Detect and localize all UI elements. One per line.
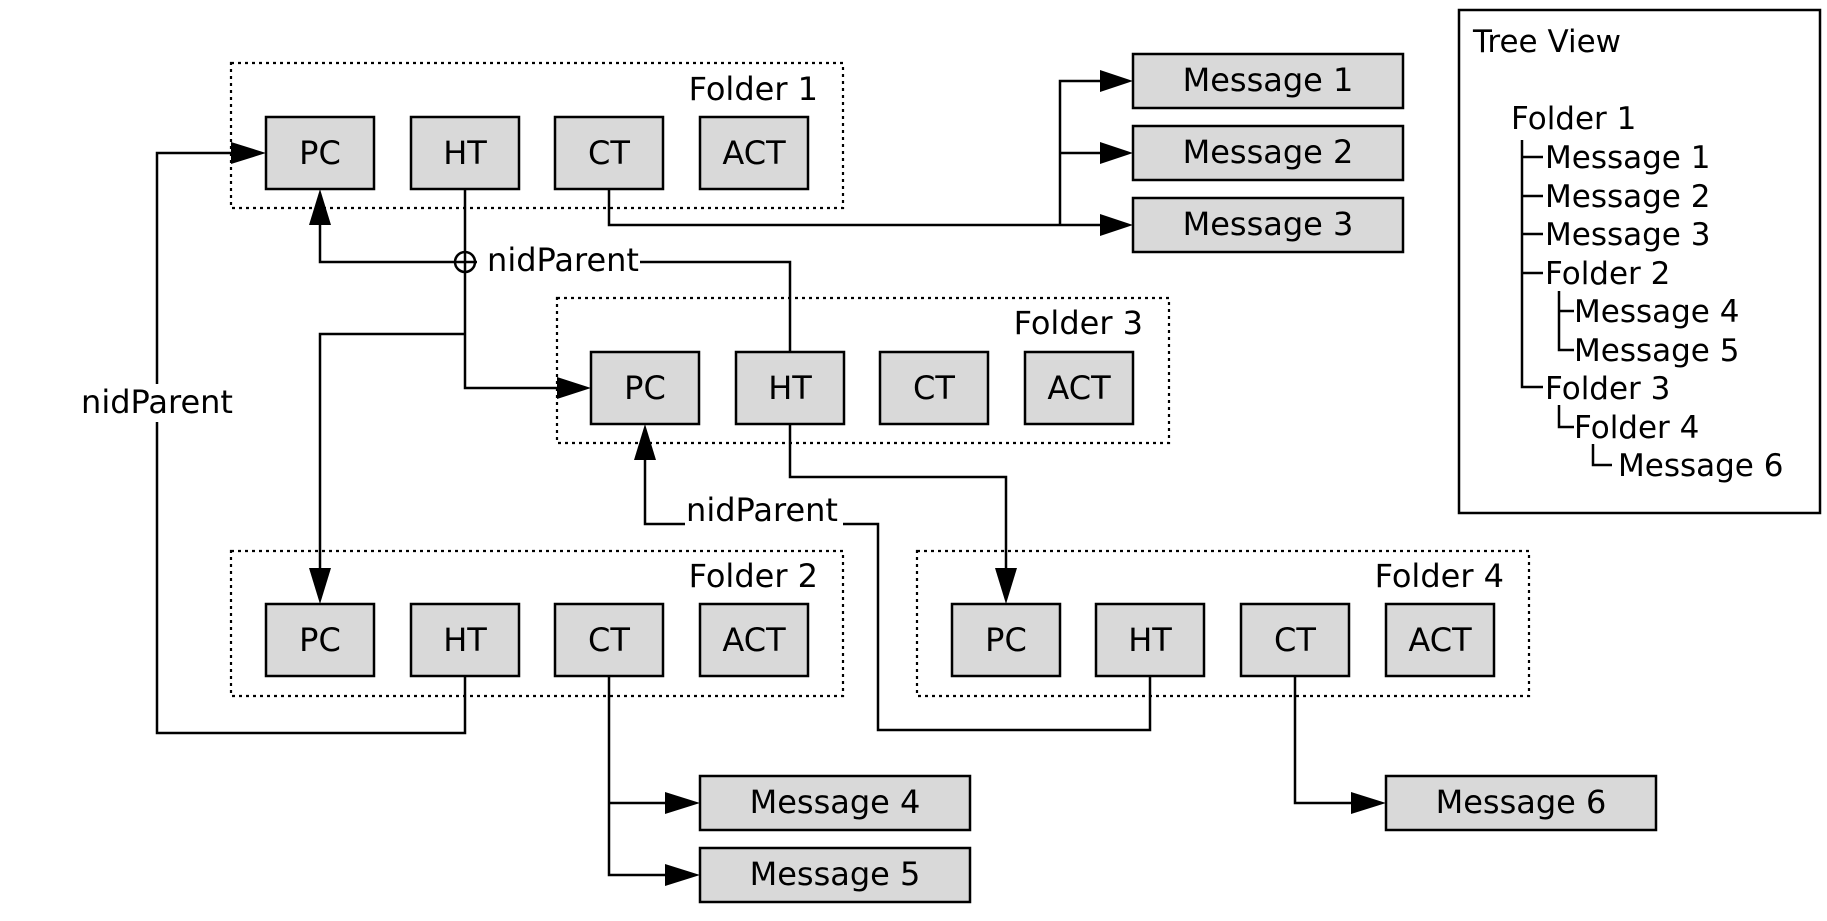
folder-1-ct-trunk xyxy=(1058,79,1100,225)
folder-2-ct-label: CT xyxy=(588,621,630,659)
folder-1-ht-to-folder-2-pc xyxy=(318,332,465,568)
message-5-box xyxy=(698,846,972,904)
folder-3-act-label: ACT xyxy=(1047,369,1111,407)
tree-item-message-5: Message 5 xyxy=(1574,333,1739,369)
folder-3-ct-label: CT xyxy=(913,369,955,407)
arrow-to-folder-2-pc xyxy=(309,568,331,604)
folder-3-ht-label: HT xyxy=(768,369,812,407)
tree-branch-folder-1 xyxy=(1520,140,1543,389)
tree-item-message-6: Message 6 xyxy=(1618,448,1783,484)
arrow-to-message-4 xyxy=(665,792,700,814)
message-3-label: Message 3 xyxy=(1183,205,1354,243)
line-hop xyxy=(453,250,477,263)
tree-item-message-2: Message 2 xyxy=(1545,179,1710,215)
folder-1-ht-label: HT xyxy=(443,134,487,172)
tree-branch-folder-3 xyxy=(1557,405,1574,429)
arrow-to-folder-3-pc-bottom xyxy=(634,424,656,460)
folder-4-label: Folder 4 xyxy=(1375,557,1504,595)
message-4-label: Message 4 xyxy=(750,783,921,821)
tree-item-message-3: Message 3 xyxy=(1545,217,1710,253)
folder-3-label: Folder 3 xyxy=(1014,304,1143,342)
arrow-to-message-5 xyxy=(665,864,700,886)
folder-4-ht-nidparent-right xyxy=(843,522,1152,732)
folder-4-pc-label: PC xyxy=(985,621,1027,659)
message-6-label: Message 6 xyxy=(1436,783,1607,821)
arrow-to-message-3 xyxy=(1100,214,1133,236)
folder-3-ht-nidparent-left xyxy=(318,225,477,274)
folder-2-ht-nidparent-lower xyxy=(155,422,467,735)
folder-4-pc-node xyxy=(950,602,1062,678)
folder-3-ct-node xyxy=(878,350,990,426)
folder-3-ht-nidparent-right xyxy=(640,260,792,352)
folder-2-ht-nidparent-upper xyxy=(155,151,231,384)
folder-1-act-node xyxy=(698,115,810,191)
folder-3-ht-to-folder-4-pc xyxy=(788,424,1008,568)
message-3-box xyxy=(1131,196,1405,254)
folder-2-act-label: ACT xyxy=(722,621,786,659)
tree-view-title: Tree View xyxy=(1472,24,1621,60)
folder-2-ct-node xyxy=(553,602,665,678)
tree-item-message-1: Message 1 xyxy=(1545,140,1710,176)
folder-4-ct-label: CT xyxy=(1274,621,1316,659)
folder-1-ht-node xyxy=(409,115,521,191)
folder4-nidparent-label: nidParent xyxy=(686,491,838,529)
folder-2-ct-trunk xyxy=(607,676,665,877)
folder2-nidparent-label: nidParent xyxy=(81,383,233,421)
tree-item-folder-3: Folder 3 xyxy=(1545,371,1670,407)
tree-branch-folder-2 xyxy=(1557,291,1574,352)
message-2-label: Message 2 xyxy=(1183,133,1354,171)
folder-2-pc-node xyxy=(264,602,376,678)
folder-4-act-label: ACT xyxy=(1408,621,1472,659)
message-5-label: Message 5 xyxy=(750,855,921,893)
tree-view-panel xyxy=(1457,8,1822,515)
folder-1-ht-to-folder-3-pc xyxy=(463,189,557,390)
folder-1-ct-label: CT xyxy=(588,134,630,172)
folder-2-label: Folder 2 xyxy=(689,557,818,595)
folder-1-ct-bus xyxy=(607,189,1060,227)
folder-4-ht-nidparent-left xyxy=(643,460,685,526)
folder-1-pc-label: PC xyxy=(299,134,341,172)
arrow-to-message-1 xyxy=(1100,70,1133,92)
message-1-label: Message 1 xyxy=(1183,61,1354,99)
arrow-to-message-2 xyxy=(1100,142,1133,164)
folder-4-ht-label: HT xyxy=(1128,621,1172,659)
arrow-to-folder-1-pc-top xyxy=(309,189,331,225)
folder-2-act-node xyxy=(698,602,810,678)
folder-2-pc-label: PC xyxy=(299,621,341,659)
folder-3-act-node xyxy=(1023,350,1135,426)
folder-3-pc-label: PC xyxy=(624,369,666,407)
folder-4-ht-node xyxy=(1094,602,1206,678)
tree-item-message-4: Message 4 xyxy=(1574,294,1739,330)
folder-2-ht-label: HT xyxy=(443,621,487,659)
folder-1-act-label: ACT xyxy=(722,134,786,172)
folder-4-act-node xyxy=(1384,602,1496,678)
arrow-to-folder-3-pc xyxy=(557,377,591,399)
folder-4-ct-to-message-6 xyxy=(1293,676,1351,805)
folder-2-ht-node xyxy=(409,602,521,678)
folder3-nidparent-label: nidParent xyxy=(487,241,639,279)
message-6-box xyxy=(1384,774,1658,832)
tree-item-folder-1: Folder 1 xyxy=(1511,101,1636,137)
folder-1-label: Folder 1 xyxy=(689,70,818,108)
tree-item-folder-4: Folder 4 xyxy=(1574,410,1699,446)
tree-branch-folder-4 xyxy=(1591,444,1612,467)
arrow-to-message-6 xyxy=(1351,792,1386,814)
folder-3-ht-node xyxy=(734,350,846,426)
message-4-box xyxy=(698,774,972,832)
tree-branch-level-1 xyxy=(1522,155,1543,275)
tree-item-folder-2: Folder 2 xyxy=(1545,256,1670,292)
arrow-to-folder-1-pc-left xyxy=(231,142,266,164)
arrow-to-folder-4-pc xyxy=(995,568,1017,604)
